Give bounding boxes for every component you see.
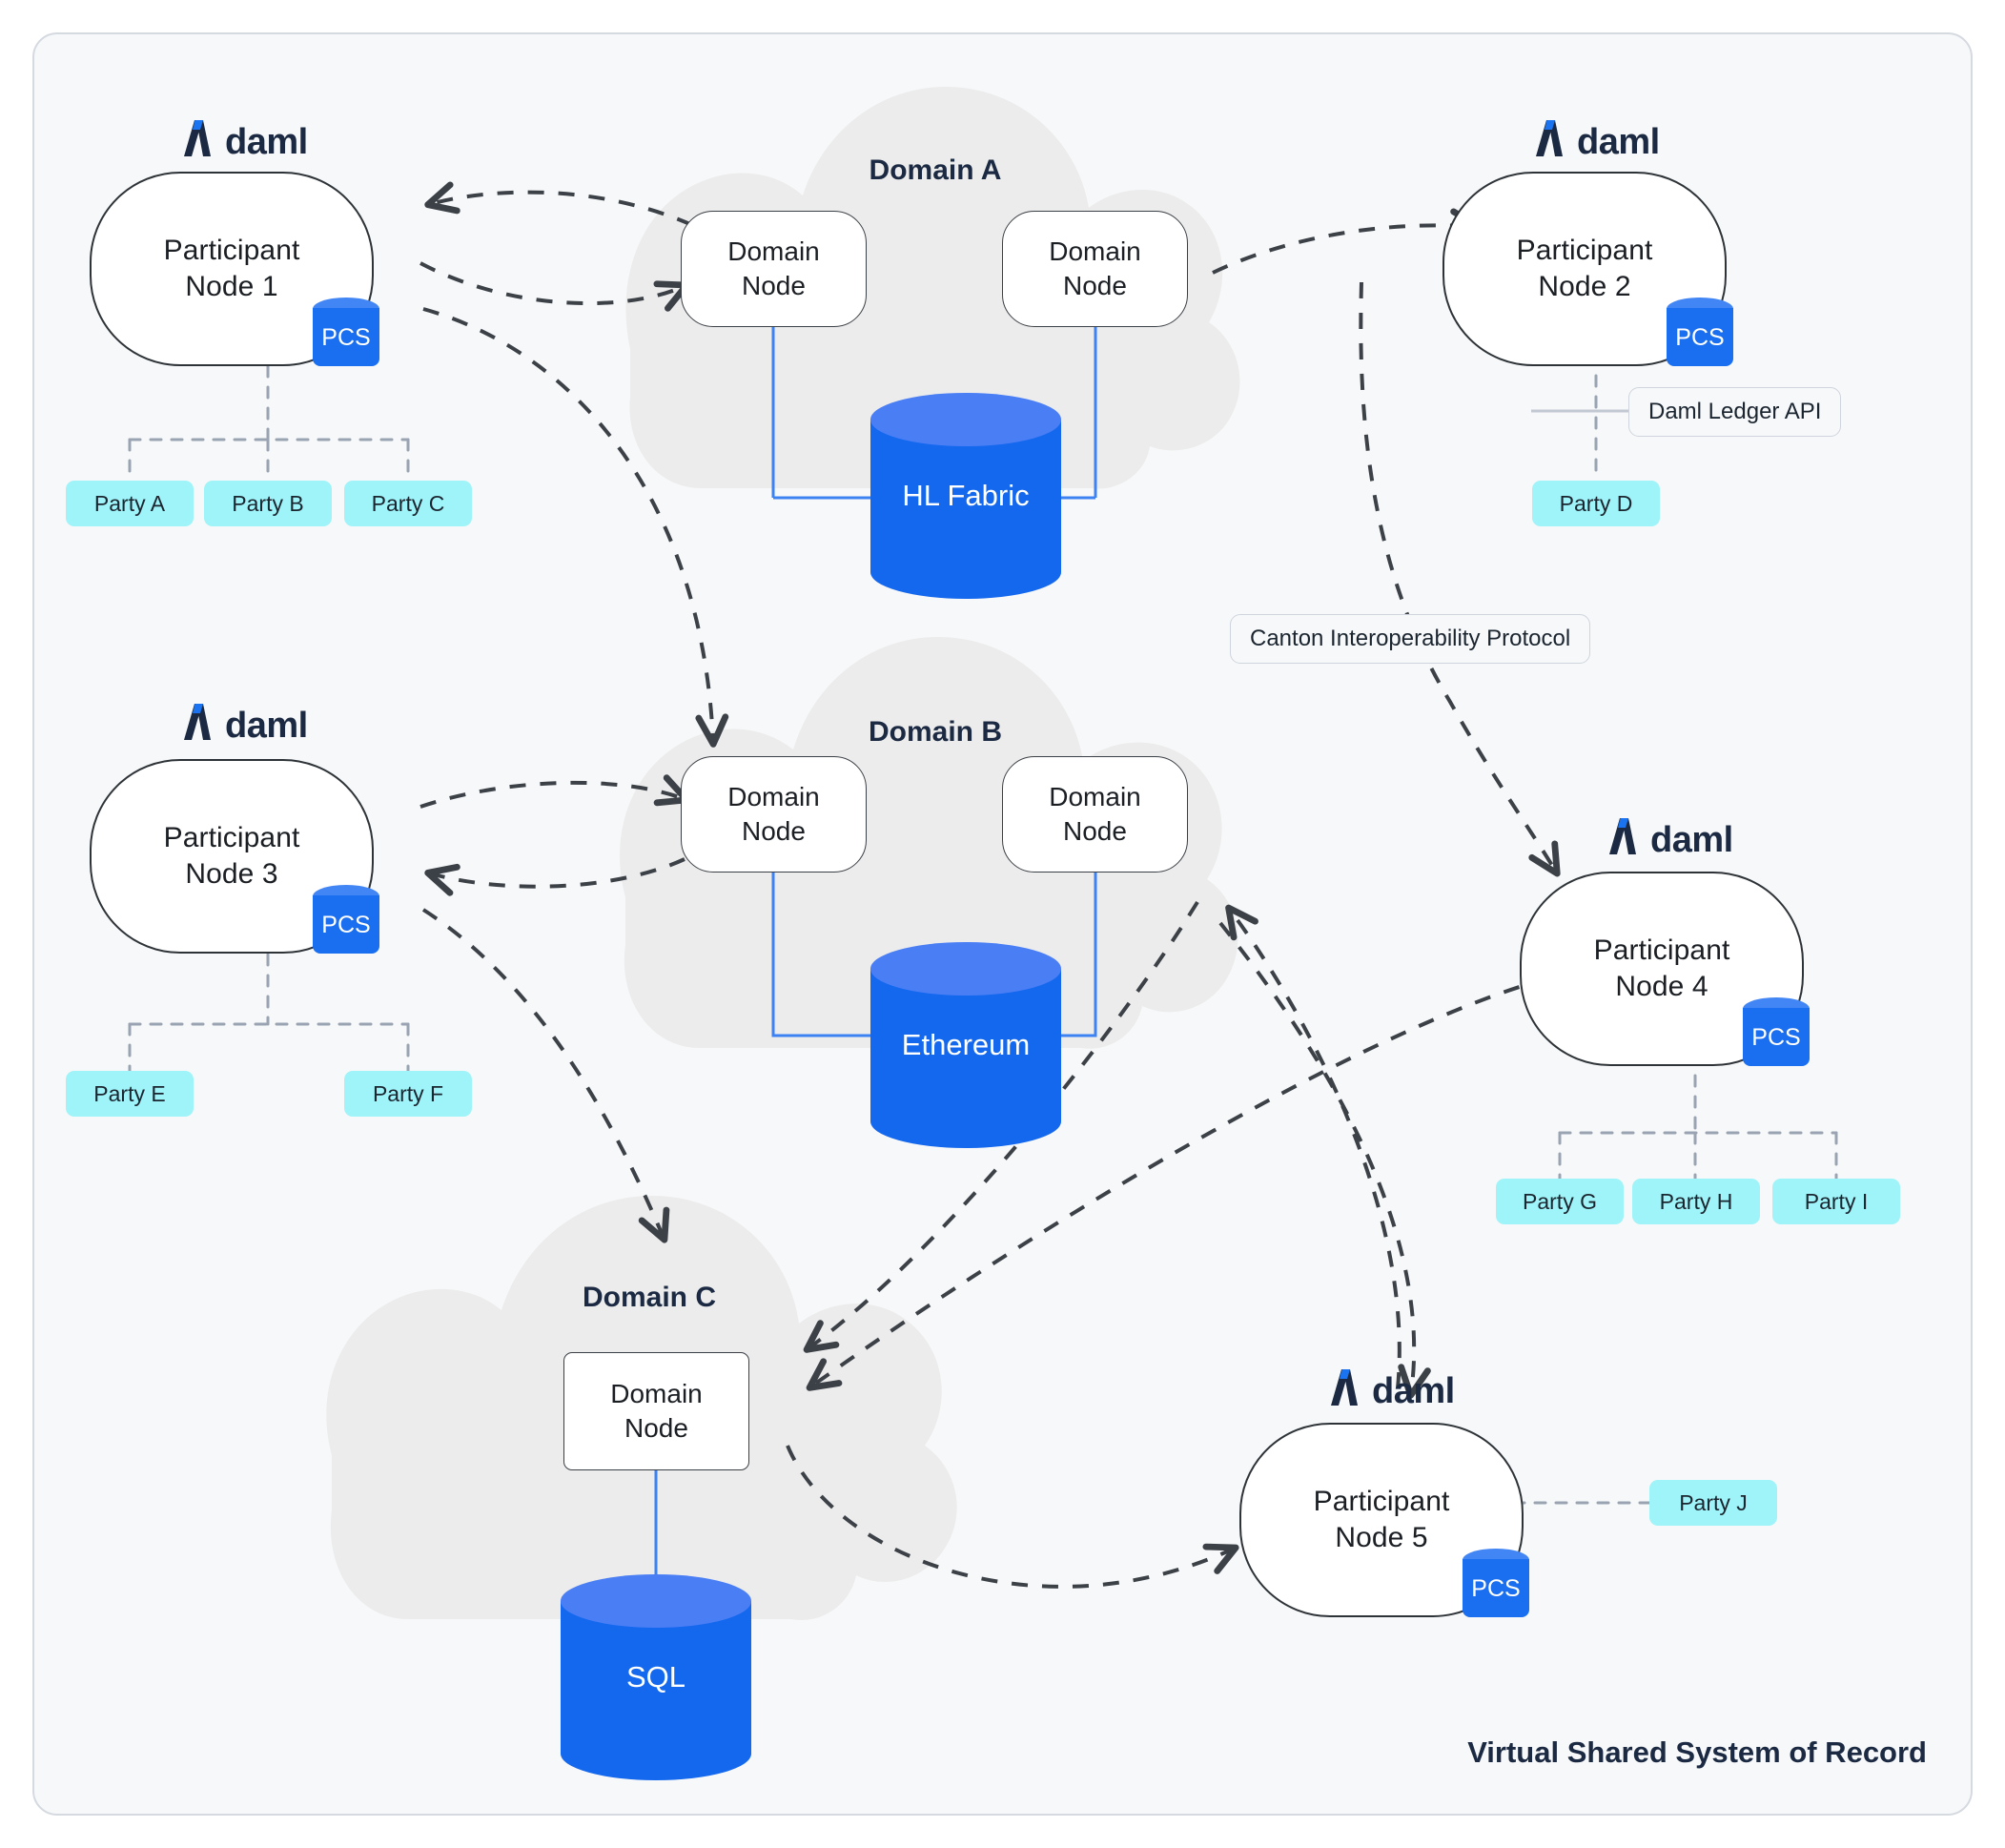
party-chip-i[interactable]: Party I xyxy=(1772,1179,1900,1224)
daml-wordmark-pn2: daml xyxy=(1577,122,1660,162)
arrow-pn1-to-domA xyxy=(419,261,690,312)
arrow-pn5-to-domB xyxy=(1225,904,1401,1389)
party-chip-j[interactable]: Party J xyxy=(1649,1480,1777,1526)
party-chip-c[interactable]: Party C xyxy=(344,481,472,526)
cloud-label-domain-b: Domain B xyxy=(868,716,1002,748)
pcs-store-pn2-label: PCS xyxy=(1675,324,1725,351)
daml-lambda-icon xyxy=(1331,1369,1358,1406)
cloud-label-domain-c: Domain C xyxy=(582,1282,716,1313)
arrow-domB-to-pn3 xyxy=(424,857,685,896)
party-chip-h[interactable]: Party H xyxy=(1632,1179,1760,1224)
daml-lambda-icon xyxy=(184,704,211,740)
daml-wordmark-pn1: daml xyxy=(225,122,308,162)
connections-layer xyxy=(128,87,1838,1620)
party-chip-g[interactable]: Party G xyxy=(1496,1179,1624,1224)
ledger-ethereum-label: Ethereum xyxy=(901,1028,1031,1061)
pcs-store-pn5: PCS xyxy=(1463,1549,1529,1617)
daml-brand-pn4: daml xyxy=(1607,816,1733,860)
arrow-domC-to-pn5 xyxy=(786,1445,1239,1589)
daml-lambda-icon xyxy=(1609,818,1636,854)
daml-wordmark-pn5: daml xyxy=(1372,1371,1455,1411)
daml-brand-pn3: daml xyxy=(182,702,308,746)
callout-daml-ledger-api: Daml Ledger API xyxy=(1628,387,1842,437)
cloud-label-domain-a: Domain A xyxy=(869,154,1002,186)
party-chip-a[interactable]: Party A xyxy=(66,481,194,526)
arrow-domA-to-pn2 xyxy=(1212,208,1483,275)
page-title: Virtual Shared System of Record xyxy=(1467,1735,1927,1769)
pcs-store-pn2: PCS xyxy=(1667,298,1733,366)
canton-arrows xyxy=(419,181,1561,1589)
party-chip-e[interactable]: Party E xyxy=(66,1071,194,1117)
ledger-hl-fabric-label: HL Fabric xyxy=(902,479,1030,512)
pcs-store-pn5-label: PCS xyxy=(1471,1575,1521,1602)
daml-wordmark-pn4: daml xyxy=(1650,820,1733,860)
daml-brand-pn1: daml xyxy=(182,118,308,162)
arrow-domA-to-pn1 xyxy=(424,181,693,227)
ledger-hl-fabric: HL Fabric xyxy=(870,393,1061,599)
arrow-pn4-to-domC xyxy=(806,976,1549,1391)
daml-brand-pn2: daml xyxy=(1534,118,1660,162)
arrow-pn2-to-pn4 xyxy=(1359,281,1561,877)
arrow-pn3-to-domB xyxy=(419,774,690,809)
party-chip-b[interactable]: Party B xyxy=(204,481,332,526)
ledger-sql: SQL xyxy=(561,1574,751,1780)
party-links xyxy=(128,364,1838,1505)
pcs-store-pn3: PCS xyxy=(313,885,379,954)
pcs-store-pn1: PCS xyxy=(313,298,379,366)
pcs-store-pn3-label: PCS xyxy=(321,912,371,938)
arrow-domB-to-pn5 xyxy=(1218,921,1431,1399)
daml-wordmark-pn3: daml xyxy=(225,706,308,746)
pcs-store-pn4: PCS xyxy=(1743,997,1810,1066)
ledger-ethereum: Ethereum xyxy=(870,942,1061,1148)
cloud-domain-a xyxy=(625,87,1240,489)
pcs-store-pn1-label: PCS xyxy=(321,324,371,351)
party-chip-f[interactable]: Party F xyxy=(344,1071,472,1117)
daml-lambda-icon xyxy=(184,120,211,156)
arrow-pn3-to-domC xyxy=(421,908,670,1243)
daml-brand-pn5: daml xyxy=(1329,1367,1455,1411)
arrow-pn1-to-domB xyxy=(422,307,729,748)
callout-canton-interoperability-protocol: Canton Interoperability Protocol xyxy=(1230,614,1591,664)
pcs-store-pn4-label: PCS xyxy=(1751,1024,1801,1051)
party-chip-d[interactable]: Party D xyxy=(1532,481,1660,526)
daml-lambda-icon xyxy=(1536,120,1563,156)
ledger-sql-label: SQL xyxy=(625,1660,686,1694)
